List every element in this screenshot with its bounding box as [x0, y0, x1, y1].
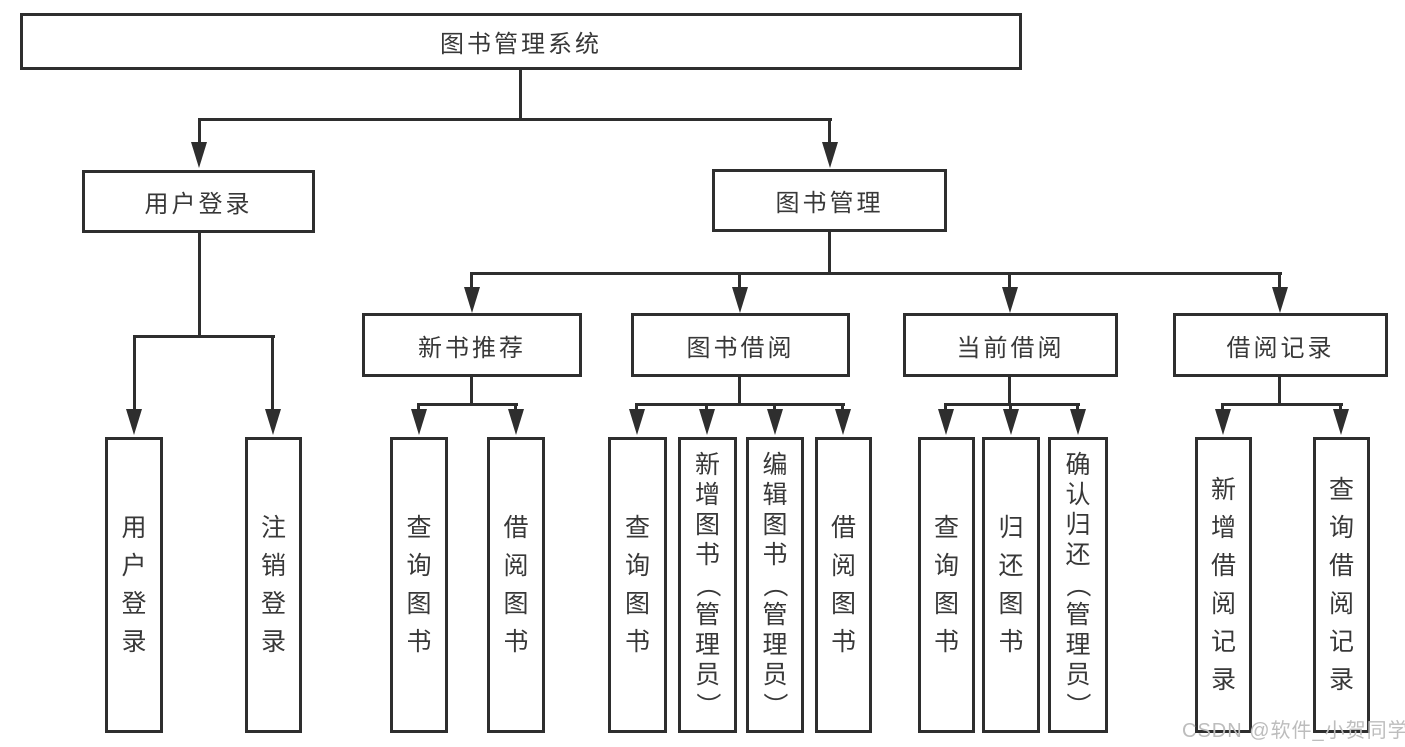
connector-line	[738, 272, 741, 290]
node-newbook-borrow-books-label: 借阅图书	[503, 514, 529, 656]
arrow-down-icon	[1333, 409, 1349, 435]
connector-line	[198, 118, 201, 144]
connector-line	[271, 335, 274, 411]
node-records-query-record: 查询借阅记录	[1313, 437, 1370, 733]
node-borrow-borrow-books: 借阅图书	[815, 437, 872, 733]
connector-line	[944, 403, 947, 413]
node-borrow-query-books-label: 查询图书	[624, 514, 650, 656]
node-borrow-query-books: 查询图书	[608, 437, 667, 733]
node-records-add-record-label: 新增借阅记录	[1210, 476, 1236, 694]
connector-line	[635, 403, 638, 413]
node-library-system-label: 图书管理系统	[440, 31, 602, 58]
connector-line	[1278, 377, 1281, 406]
node-current-return-books: 归还图书	[982, 437, 1040, 733]
node-borrow-records-label: 借阅记录	[1226, 334, 1335, 362]
arrow-down-icon	[1002, 287, 1018, 313]
connector-line	[1076, 403, 1079, 413]
arrow-down-icon	[822, 142, 838, 168]
node-borrow-add-books-admin: 新增图书（管理员）	[678, 437, 737, 733]
node-current-return-books-label: 归还图书	[998, 514, 1024, 656]
arrow-down-icon	[191, 142, 207, 168]
connector-line	[705, 403, 708, 413]
connector-line	[1009, 403, 1012, 413]
node-borrow-borrow-books-label: 借阅图书	[830, 514, 856, 656]
connector-line	[133, 335, 275, 338]
node-new-book-recommend-label: 新书推荐	[418, 334, 526, 362]
connector-line	[828, 118, 831, 144]
node-book-management-label: 图书管理	[775, 190, 884, 217]
connector-line	[738, 377, 741, 406]
connector-line	[470, 272, 473, 290]
connector-line	[841, 403, 844, 413]
node-borrow-add-books-admin-label: 新增图书（管理员）	[693, 451, 722, 718]
connector-line	[1221, 403, 1343, 406]
node-book-management: 图书管理	[712, 169, 947, 232]
arrow-down-icon	[629, 409, 645, 435]
connector-line	[133, 335, 136, 411]
node-newbook-borrow-books: 借阅图书	[487, 437, 545, 733]
node-leaf-logout: 注销登录	[245, 437, 302, 733]
node-leaf-logout-label: 注销登录	[260, 514, 286, 656]
node-records-query-record-label: 查询借阅记录	[1328, 476, 1354, 694]
arrow-down-icon	[1003, 409, 1019, 435]
connector-line	[773, 403, 776, 413]
connector-line	[470, 272, 1282, 275]
connector-line	[1221, 403, 1224, 413]
csdn-watermark: CSDN @软件_小贺同学	[1182, 720, 1405, 742]
node-new-book-recommend: 新书推荐	[362, 313, 582, 377]
node-current-confirm-return-admin: 确认归还（管理员）	[1048, 437, 1108, 733]
node-user-login-label: 用户登录	[144, 191, 253, 218]
arrow-down-icon	[835, 409, 851, 435]
arrow-down-icon	[1070, 409, 1086, 435]
connector-line	[519, 70, 522, 119]
connector-line	[198, 233, 201, 337]
node-current-query-books: 查询图书	[918, 437, 975, 733]
connector-line	[514, 403, 517, 413]
connector-line	[1339, 403, 1342, 413]
node-current-borrow: 当前借阅	[903, 313, 1118, 377]
node-leaf-user-login: 用户登录	[105, 437, 163, 733]
connector-line	[417, 403, 420, 413]
connector-line	[1008, 377, 1011, 406]
arrow-down-icon	[732, 287, 748, 313]
node-leaf-user-login-label: 用户登录	[121, 514, 147, 656]
connector-line	[635, 403, 845, 406]
arrow-down-icon	[938, 409, 954, 435]
node-newbook-query-books-label: 查询图书	[406, 514, 432, 656]
arrow-down-icon	[1215, 409, 1231, 435]
node-book-borrow-label: 图书借阅	[686, 334, 795, 362]
arrow-down-icon	[464, 287, 480, 313]
arrow-down-icon	[767, 409, 783, 435]
node-borrow-edit-books-admin: 编辑图书（管理员）	[746, 437, 804, 733]
node-borrow-edit-books-admin-label: 编辑图书（管理员）	[760, 451, 789, 718]
node-current-borrow-label: 当前借阅	[956, 334, 1065, 362]
connector-line	[470, 377, 473, 406]
connector-line	[828, 232, 831, 275]
connector-line	[944, 403, 1080, 406]
node-user-login: 用户登录	[82, 170, 315, 233]
node-newbook-query-books: 查询图书	[390, 437, 448, 733]
arrow-down-icon	[508, 409, 524, 435]
node-library-system: 图书管理系统	[20, 13, 1022, 70]
node-current-query-books-label: 查询图书	[933, 514, 959, 656]
connector-line	[198, 118, 832, 121]
arrow-down-icon	[411, 409, 427, 435]
node-current-confirm-return-admin-label: 确认归还（管理员）	[1063, 451, 1092, 718]
arrow-down-icon	[699, 409, 715, 435]
node-records-add-record: 新增借阅记录	[1195, 437, 1252, 733]
node-book-borrow: 图书借阅	[631, 313, 850, 377]
connector-line	[417, 403, 518, 406]
arrow-down-icon	[126, 409, 142, 435]
node-borrow-records: 借阅记录	[1173, 313, 1388, 377]
connector-line	[1278, 272, 1281, 290]
arrow-down-icon	[265, 409, 281, 435]
arrow-down-icon	[1272, 287, 1288, 313]
connector-line	[1008, 272, 1011, 290]
